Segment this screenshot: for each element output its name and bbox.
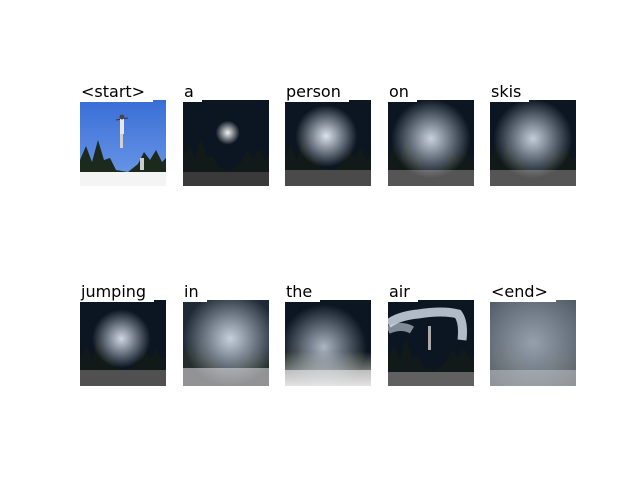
token-label: on (388, 82, 417, 102)
attention-map (183, 300, 269, 386)
attention-map (388, 300, 474, 386)
frame-end: <end> (490, 282, 576, 386)
frame-start: <start> (80, 82, 166, 186)
token-label: <end> (490, 282, 556, 302)
attention-map (285, 100, 371, 186)
attention-map (80, 300, 166, 386)
frame-skis: skis (490, 82, 576, 186)
attention-map (285, 300, 371, 386)
token-label: in (183, 282, 207, 302)
token-label: <start> (80, 82, 154, 102)
frame-air: air (388, 282, 474, 386)
frame-on: on (388, 82, 474, 186)
attention-map (183, 100, 269, 186)
frame-jumping: jumping (80, 282, 166, 386)
attention-map (490, 300, 576, 386)
frame-a: a (183, 82, 269, 186)
token-label: person (285, 82, 349, 102)
token-label: a (183, 82, 202, 102)
token-label: the (285, 282, 321, 302)
token-label: skis (490, 82, 530, 102)
token-label: jumping (80, 282, 155, 302)
frame-in: in (183, 282, 269, 386)
attention-map (388, 100, 474, 186)
frame-the: the (285, 282, 371, 386)
token-label: air (388, 282, 418, 302)
attention-map (490, 100, 576, 186)
frame-person: person (285, 82, 371, 186)
source-photo (80, 100, 166, 186)
